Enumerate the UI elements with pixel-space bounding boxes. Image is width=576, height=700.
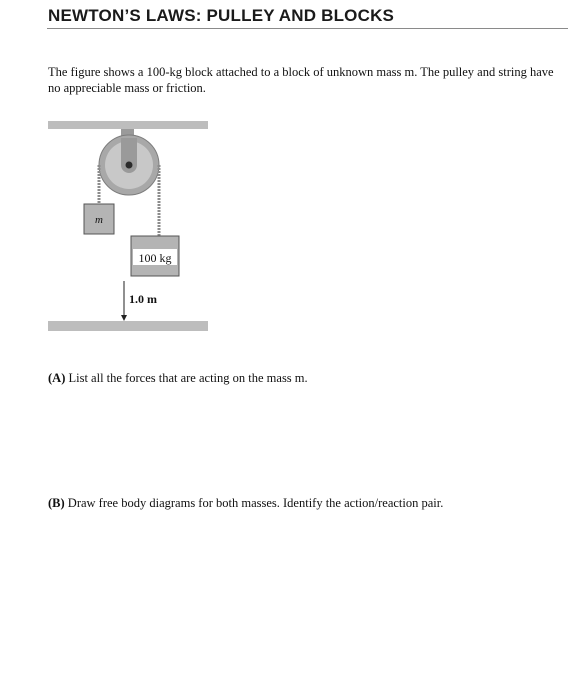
pulley-bracket-arm	[121, 138, 137, 173]
question-b-tag: (B)	[48, 496, 65, 510]
question-a: (A) List all the forces that are acting …	[48, 371, 308, 386]
question-b: (B) Draw free body diagrams for both mas…	[48, 496, 443, 511]
question-a-text: List all the forces that are acting on t…	[68, 371, 308, 385]
ceiling-bar	[48, 121, 208, 129]
title-divider	[47, 28, 568, 29]
question-b-text: Draw free body diagrams for both masses.…	[67, 496, 444, 510]
problem-statement: The figure shows a 100-kg block attached…	[48, 65, 554, 95]
block-100kg-label-box	[133, 249, 177, 265]
height-label: 1.0 m	[129, 292, 157, 306]
pulley-diagram: m 100 kg 1.0 m	[48, 121, 208, 331]
height-label-box	[127, 290, 165, 306]
question-a-tag: (A)	[48, 371, 66, 385]
block-100kg-label: 100 kg	[139, 251, 172, 265]
floor-bar	[48, 321, 208, 331]
block-m	[83, 203, 115, 235]
pulley-axle	[125, 161, 133, 169]
pulley-figure: m 100 kg 1.0 m	[48, 118, 210, 336]
page-title: NEWTON’S LAWS: PULLEY AND BLOCKS	[48, 6, 395, 25]
height-arrow-head	[121, 315, 127, 321]
block-m-label: m	[95, 214, 103, 226]
